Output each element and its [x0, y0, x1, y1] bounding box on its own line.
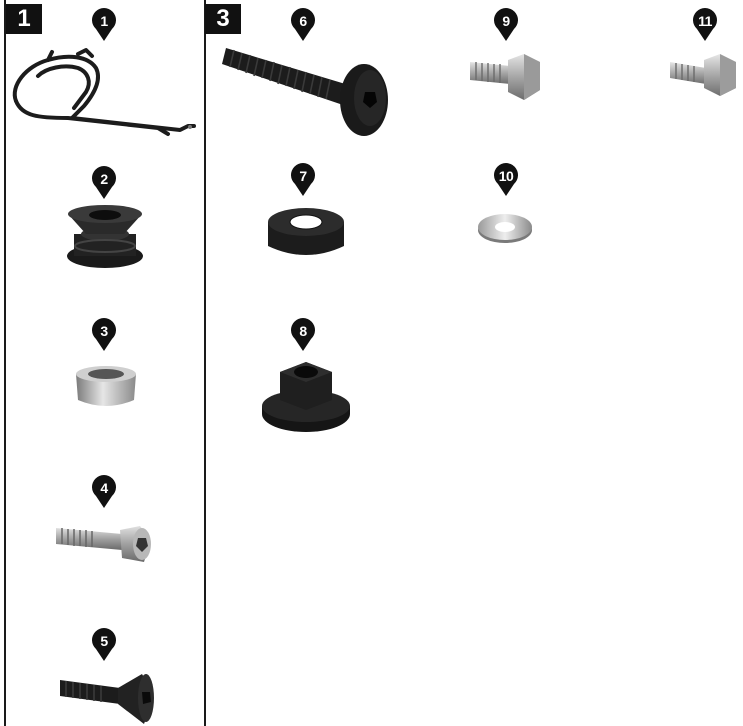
part-marker-4: 4: [91, 475, 117, 509]
part-number-9: 9: [502, 13, 510, 29]
section-badge-3: 3: [205, 4, 241, 34]
part-number-8: 8: [299, 323, 307, 339]
bracket-icon: [12, 48, 196, 136]
part-marker-9: 9: [493, 8, 519, 42]
washer-icon: [478, 214, 532, 243]
part-number-11: 11: [698, 13, 712, 29]
part-number-5: 5: [100, 633, 108, 649]
panel-left-border: [4, 0, 6, 726]
part-number-7: 7: [299, 168, 307, 184]
grommet-icon: [67, 205, 143, 268]
part-marker-6: 6: [290, 8, 316, 42]
part-marker-7: 7: [290, 163, 316, 197]
part-marker-11: 11: [692, 8, 718, 42]
part-number-4: 4: [100, 480, 108, 496]
socket-cap-screw-icon: [56, 526, 151, 562]
part-number-6: 6: [299, 13, 307, 29]
spacer-ring-icon: [268, 208, 344, 255]
flange-nut-icon: [262, 362, 350, 432]
panel-divider: [204, 0, 206, 726]
part-number-1: 1: [100, 13, 108, 29]
part-marker-5: 5: [91, 628, 117, 662]
section-badge-1: 1: [6, 4, 42, 34]
hex-bolt-icon: [470, 54, 540, 100]
button-head-screw-icon: [222, 48, 388, 136]
part-marker-10: 10: [493, 163, 519, 197]
part-marker-3: 3: [91, 318, 117, 352]
spacer-sleeve-icon: [76, 366, 136, 406]
part-marker-1: 1: [91, 8, 117, 42]
part-number-2: 2: [100, 171, 108, 187]
part-marker-2: 2: [91, 166, 117, 200]
hex-bolt-short-icon: [670, 54, 736, 96]
part-number-10: 10: [498, 168, 514, 184]
countersunk-screw-icon: [60, 674, 154, 724]
part-number-3: 3: [100, 323, 108, 339]
part-marker-8: 8: [290, 318, 316, 352]
